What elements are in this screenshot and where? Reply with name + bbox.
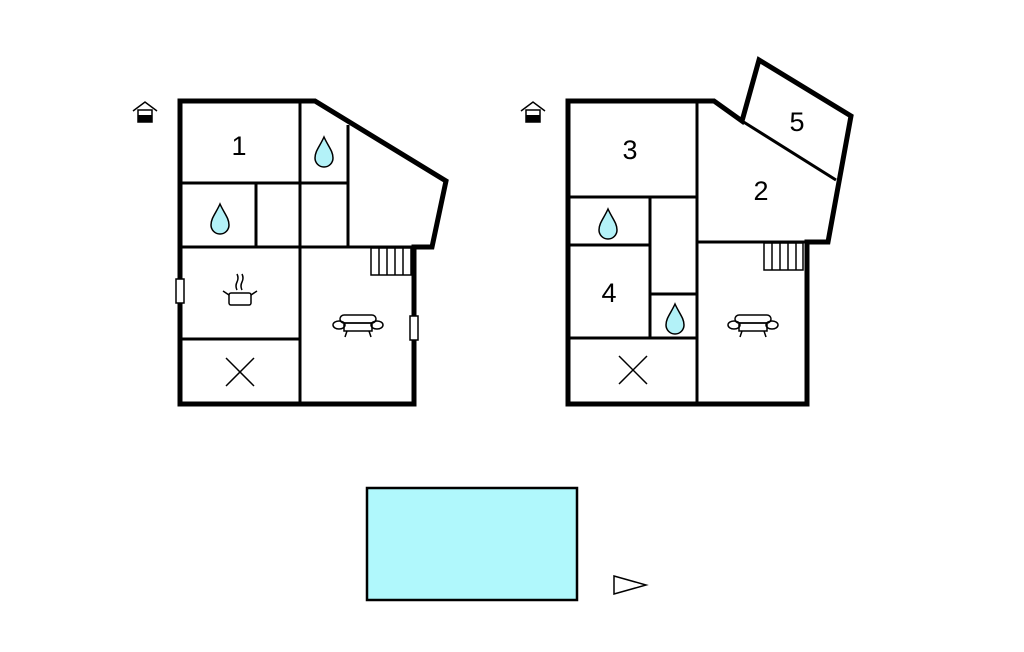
- room-label: 1: [231, 131, 246, 161]
- entrance-icon: [520, 101, 546, 123]
- water-drop-icon: [314, 136, 334, 168]
- interior-walls: [568, 101, 837, 404]
- window-icon: [409, 315, 419, 341]
- room-label: 5: [789, 107, 804, 137]
- window-icon: [175, 278, 185, 304]
- sofa-icon: [332, 314, 384, 338]
- north-arrow-icon: [613, 575, 649, 595]
- stairs-icon: [370, 247, 412, 276]
- pool: [365, 486, 579, 602]
- outer-wall: [177, 98, 449, 407]
- water-drop-icon: [210, 203, 230, 235]
- water-drop-icon: [598, 208, 618, 240]
- floor-plan-1: 1: [132, 98, 449, 407]
- floor-plan-2: 2 3 4 5: [520, 56, 854, 407]
- outer-wall: [565, 56, 854, 407]
- sofa-icon: [727, 314, 779, 338]
- stairs-icon: [763, 242, 804, 271]
- room-label: 4: [601, 278, 616, 308]
- room-label: 2: [753, 176, 768, 206]
- cooking-pot-icon: [222, 273, 258, 306]
- water-drop-icon: [665, 303, 685, 335]
- interior-walls: [180, 101, 432, 404]
- dining-x-icon: [618, 355, 648, 385]
- entrance-icon: [132, 101, 158, 123]
- dining-x-icon: [225, 357, 255, 387]
- room-label: 3: [622, 135, 637, 165]
